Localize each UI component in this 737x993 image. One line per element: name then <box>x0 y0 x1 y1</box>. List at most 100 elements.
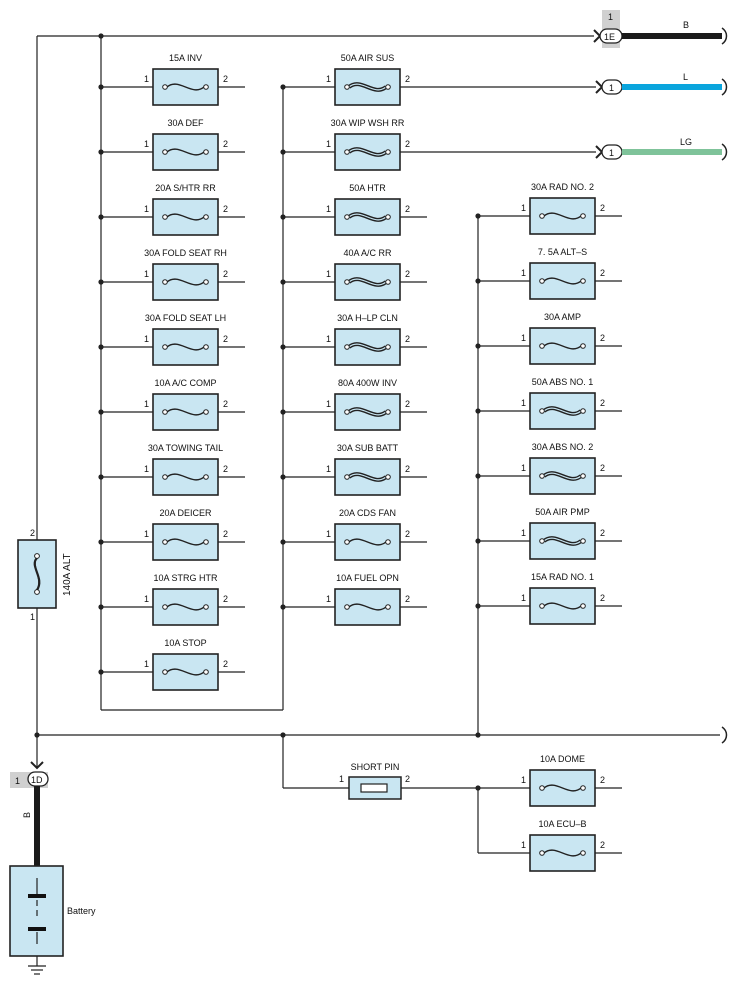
battery: Battery <box>9 865 96 975</box>
fuse-pin-2: 2 <box>600 268 605 278</box>
fuse-pin-2: 2 <box>223 204 228 214</box>
junction-dots <box>34 33 481 791</box>
fuse-pin-1: 1 <box>326 269 331 279</box>
short-pin-pin-1: 1 <box>339 774 344 784</box>
fuse-col2-1: 30A WIP WSH RR 1 2 <box>280 118 410 171</box>
fuse-pin-2: 2 <box>600 398 605 408</box>
fuse-pin-1: 1 <box>521 840 526 850</box>
fuse-pin-1: 1 <box>326 334 331 344</box>
fuse-pin-1: 1 <box>521 398 526 408</box>
fuse-pin-2: 2 <box>405 594 410 604</box>
short-pin-pin-2: 2 <box>405 774 410 784</box>
fuse-pin-2: 2 <box>405 529 410 539</box>
fuse-pin-1: 1 <box>521 528 526 538</box>
fuse-col2-6: 30A SUB BATT 1 2 <box>280 443 427 496</box>
fuse-col3-1: 7. 5A ALT–S 1 2 <box>475 247 622 300</box>
wire-lg-label: LG <box>680 137 692 147</box>
fuse-pin-2: 2 <box>405 399 410 409</box>
fuse-label: 50A ABS NO. 1 <box>532 377 594 387</box>
wire-battery-label: B <box>22 812 32 818</box>
fuse-pin-2: 2 <box>600 528 605 538</box>
fuse-pin-1: 1 <box>521 775 526 785</box>
fuse-pin-2: 2 <box>405 74 410 84</box>
fuse-label: 40A A/C RR <box>343 248 392 258</box>
fuse-pin-2: 2 <box>600 593 605 603</box>
fuse-col2-0: 50A AIR SUS 1 2 <box>280 53 410 106</box>
wiring <box>36 35 720 854</box>
fuse-pin-2: 2 <box>223 269 228 279</box>
battery-connector-pin: 1 <box>15 776 20 786</box>
fuse-col3-3: 50A ABS NO. 1 1 2 <box>475 377 622 430</box>
fuse-pin-2: 2 <box>405 139 410 149</box>
bus-break-bottom <box>721 726 728 744</box>
fuse-pin-1: 1 <box>144 464 149 474</box>
fuse-label: 20A S/HTR RR <box>155 183 216 193</box>
fuse-pin-1: 1 <box>521 463 526 473</box>
fuse-label: 10A STOP <box>164 638 206 648</box>
fuse-label: 30A FOLD SEAT LH <box>145 313 226 323</box>
fuse-pin-1: 1 <box>144 74 149 84</box>
fuse-label: 10A ECU–B <box>538 819 586 829</box>
fuse-label: 80A 400W INV <box>338 378 397 388</box>
battery-label: Battery <box>67 906 96 916</box>
wire-b-top-label: B <box>683 20 689 30</box>
fuse-pin-1: 1 <box>326 204 331 214</box>
fuse-pin-1: 1 <box>144 269 149 279</box>
fuse-col2-5: 80A 400W INV 1 2 <box>280 378 427 431</box>
fuse-pin-1: 1 <box>144 334 149 344</box>
fuse-label: 10A FUEL OPN <box>336 573 399 583</box>
fuse-label: 30A SUB BATT <box>337 443 399 453</box>
fuse-label: 30A WIP WSH RR <box>331 118 405 128</box>
fuse-label: 50A AIR SUS <box>341 53 395 63</box>
fuse-pin-2: 2 <box>600 840 605 850</box>
fuse-pin-2: 2 <box>405 464 410 474</box>
fuse-label: 50A AIR PMP <box>535 507 590 517</box>
fuse-label: 15A RAD NO. 1 <box>531 572 594 582</box>
short-pin-label: SHORT PIN <box>351 762 400 772</box>
fuse-pin-2: 2 <box>223 139 228 149</box>
connector-1e-id: 1E <box>604 32 615 42</box>
battery-connector-id: 1D <box>31 775 43 785</box>
alt-fuse-pin-top: 2 <box>30 528 35 538</box>
fuse-pin-1: 1 <box>326 139 331 149</box>
fuse-pin-1: 1 <box>144 594 149 604</box>
fuse-label: 30A TOWING TAIL <box>148 443 223 453</box>
fuse-pin-1: 1 <box>144 529 149 539</box>
wire-l-label: L <box>683 72 688 82</box>
fuse-pin-1: 1 <box>326 529 331 539</box>
fuse-pin-2: 2 <box>223 529 228 539</box>
fuse-pin-1: 1 <box>521 268 526 278</box>
fuse-pin-1: 1 <box>326 399 331 409</box>
fuse-label: 10A STRG HTR <box>153 573 218 583</box>
fuse-pin-2: 2 <box>223 659 228 669</box>
connector-lg: 1 LG <box>595 137 728 161</box>
connector-1e: 1 1E B <box>593 10 728 48</box>
fuse-pin-2: 2 <box>405 204 410 214</box>
alt-fuse-pin-bottom: 1 <box>30 612 35 622</box>
fuse-pin-1: 1 <box>326 464 331 474</box>
connector-lg-id: 1 <box>609 148 614 158</box>
fuse-label: 10A DOME <box>540 754 585 764</box>
fuse-pin-1: 1 <box>326 594 331 604</box>
fuse-label: 20A CDS FAN <box>339 508 396 518</box>
fuse-pin-1: 1 <box>144 659 149 669</box>
fuse-pin-1: 1 <box>326 74 331 84</box>
battery-connector: 1 1D B <box>10 761 49 866</box>
fuse-label: 7. 5A ALT–S <box>538 247 587 257</box>
short-pin: SHORT PIN 1 2 <box>339 762 410 800</box>
fuse-col2-8: 10A FUEL OPN 1 2 <box>280 573 427 626</box>
fuse-pin-2: 2 <box>223 74 228 84</box>
